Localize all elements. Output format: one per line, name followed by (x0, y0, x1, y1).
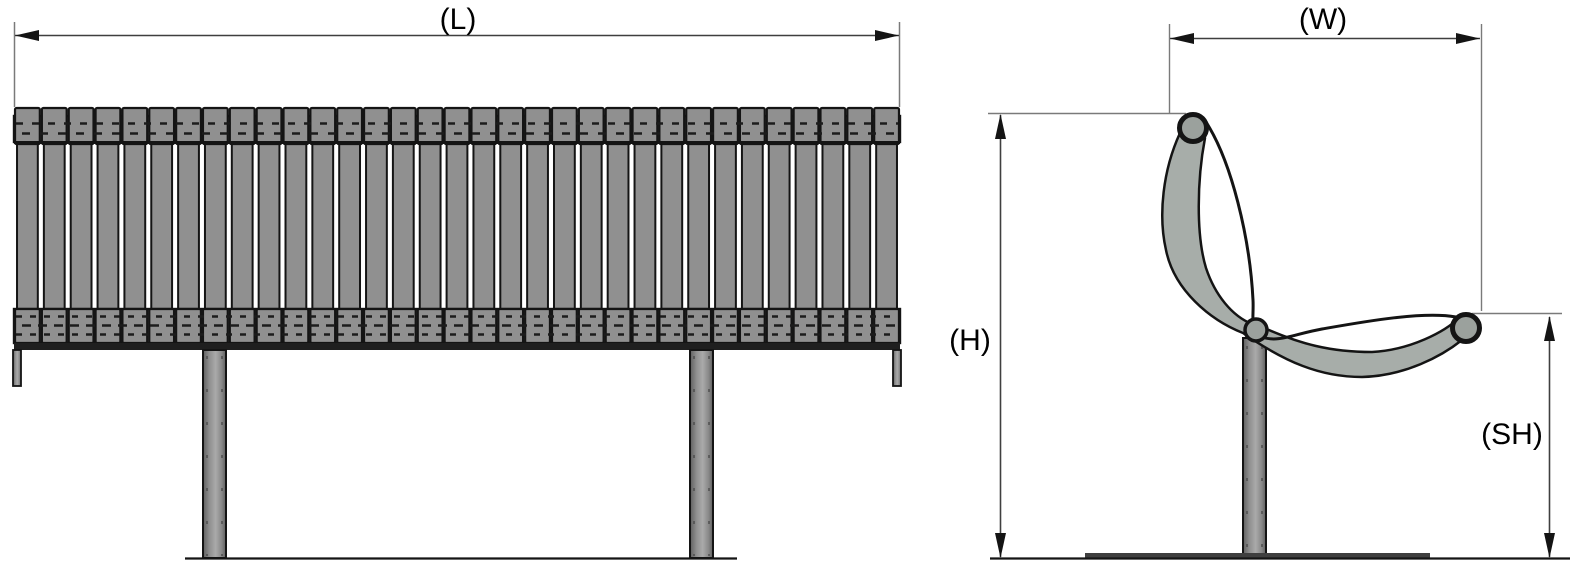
dimension-sh: (SH) (1481, 316, 1555, 558)
dimension-sh-label: (SH) (1481, 418, 1543, 451)
slat-top-cap (873, 106, 901, 146)
dimension-l: (L) (15, 3, 899, 41)
right-end-bracket (892, 349, 902, 387)
seat-support-band (1161, 131, 1470, 379)
slat-top-cap (362, 106, 390, 146)
arrowhead-up-icon (995, 114, 1006, 139)
dimension-l-label: (L) (440, 3, 477, 36)
arrowhead-down-icon (995, 533, 1006, 558)
slat-top-cap (550, 106, 578, 146)
slat-top-cap (658, 106, 686, 146)
slat-top-cap (175, 106, 203, 146)
right-leg (689, 349, 714, 559)
slat-top-cap (631, 106, 659, 146)
center-tube-section (1243, 317, 1269, 343)
slat-top-cap (738, 106, 766, 146)
left-leg (202, 349, 227, 559)
back-tube-section (1177, 112, 1209, 144)
slat-top-cap (121, 106, 149, 146)
base-plate (1085, 553, 1430, 558)
arrowhead-left-icon (15, 30, 39, 41)
slat-top-cap (792, 106, 820, 146)
slat-top-cap (148, 106, 176, 146)
front-tube-section (1450, 312, 1482, 344)
arrowhead-right-icon (875, 30, 899, 41)
slat-top-cap (685, 106, 713, 146)
slat-top-cap (389, 106, 417, 146)
bottom-rail-hidden-hardware (16, 315, 898, 336)
side-extension-lines (988, 24, 1562, 315)
end-brackets (12, 349, 902, 387)
slat-top-cap (228, 106, 256, 146)
slat-top-cap (309, 106, 337, 146)
slat-top-cap (819, 106, 847, 146)
arrowhead-up-icon (1544, 316, 1555, 341)
slat-top-cap (282, 106, 310, 146)
top-rail-hidden-hardware (16, 122, 898, 135)
dimension-l-extension-lines (13, 22, 901, 107)
bench-front-elevation: (L) (12, 3, 902, 560)
dimension-w-label: (W) (1299, 3, 1347, 36)
slat-top-cap (711, 106, 739, 146)
slat-top-cap (94, 106, 122, 146)
slat-top-cap (67, 106, 95, 146)
slat-top-cap (255, 106, 283, 146)
slat-top-cap (604, 106, 632, 146)
pedestal-weld-ticks (1246, 346, 1263, 556)
bench-side-elevation: (W) (H) (SH) (949, 3, 1570, 560)
front-view-legs (202, 349, 714, 559)
slat-top-cap (201, 106, 229, 146)
arrowhead-left-icon (1170, 33, 1194, 44)
slat-top-cap (577, 106, 605, 146)
slat-top-cap (13, 106, 41, 146)
slat-top-cap (497, 106, 525, 146)
slat-top-cap (336, 106, 364, 146)
arrowhead-down-icon (1544, 533, 1555, 558)
frame-bottom-edge (14, 343, 900, 350)
slat-top-cap (846, 106, 874, 146)
seat-edge-line (1202, 117, 1458, 341)
slat-top-cap (40, 106, 68, 146)
dimension-h-label: (H) (949, 324, 991, 357)
left-end-bracket (12, 349, 22, 387)
leg-weld-ticks (206, 356, 710, 556)
dimension-w: (W) (1170, 3, 1480, 44)
slat-top-cap (470, 106, 498, 146)
slat-top-cap (524, 106, 552, 146)
slat-top-cap (443, 106, 471, 146)
dimension-h: (H) (949, 114, 1006, 558)
arrowhead-right-icon (1456, 33, 1480, 44)
top-cap-row (13, 106, 901, 146)
tube-sections (1177, 112, 1482, 344)
slat-top-cap (765, 106, 793, 146)
slat-top-cap (416, 106, 444, 146)
